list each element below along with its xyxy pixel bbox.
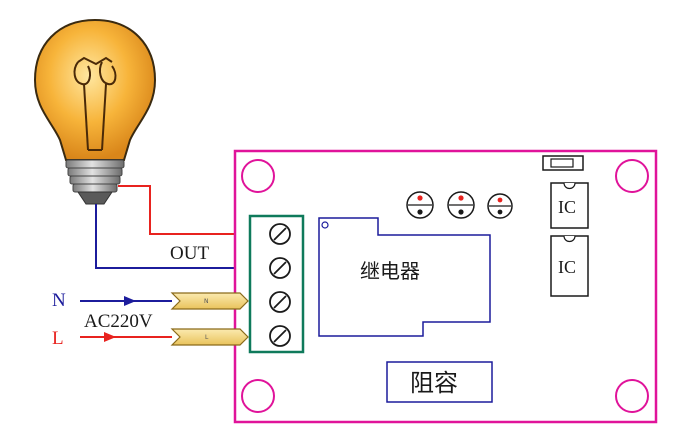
out-wire-blue xyxy=(95,204,262,269)
ic-chip-icon: IC xyxy=(550,182,589,229)
screw-terminal-icon xyxy=(269,257,291,279)
ic-bottom-label: IC xyxy=(558,257,576,277)
relay-pin1-marker xyxy=(321,221,329,229)
rc-label: 阻容 xyxy=(410,369,458,397)
screw-terminal-icon xyxy=(269,223,291,245)
ic-top-label: IC xyxy=(558,197,576,217)
capacitor-icon xyxy=(447,191,475,219)
label-n: N xyxy=(52,290,66,311)
screw-terminal-icon xyxy=(269,325,291,347)
voltage-label: AC220V xyxy=(84,311,153,332)
capacitor-icon xyxy=(406,191,434,219)
bulb-filament xyxy=(73,56,117,151)
capacitor-icon xyxy=(487,193,513,219)
label-l: L xyxy=(52,328,64,349)
screw-terminal-icon xyxy=(269,291,291,313)
mounting-hole-icon xyxy=(615,159,649,193)
bulb-base xyxy=(65,159,125,205)
mounting-hole-icon xyxy=(241,159,275,193)
plug-connector-icon: L xyxy=(170,328,249,346)
bulb-glass xyxy=(33,18,157,161)
rc-component xyxy=(386,361,493,403)
plug-l-label: L xyxy=(205,334,209,341)
relay-label: 继电器 xyxy=(360,259,420,283)
mounting-hole-icon xyxy=(241,379,275,413)
light-bulb-icon xyxy=(33,18,157,205)
relay-outline xyxy=(318,217,491,337)
mounting-hole-icon xyxy=(615,379,649,413)
out-label: OUT xyxy=(170,243,209,264)
plug-n-label: N xyxy=(204,298,209,305)
l-arrow-icon xyxy=(104,332,116,342)
n-arrow-icon xyxy=(124,296,136,306)
plug-connector-icon: N xyxy=(170,292,249,310)
out-wire-red xyxy=(118,185,262,235)
jumper-component xyxy=(542,155,584,171)
ic-chip-icon: IC xyxy=(550,235,589,297)
